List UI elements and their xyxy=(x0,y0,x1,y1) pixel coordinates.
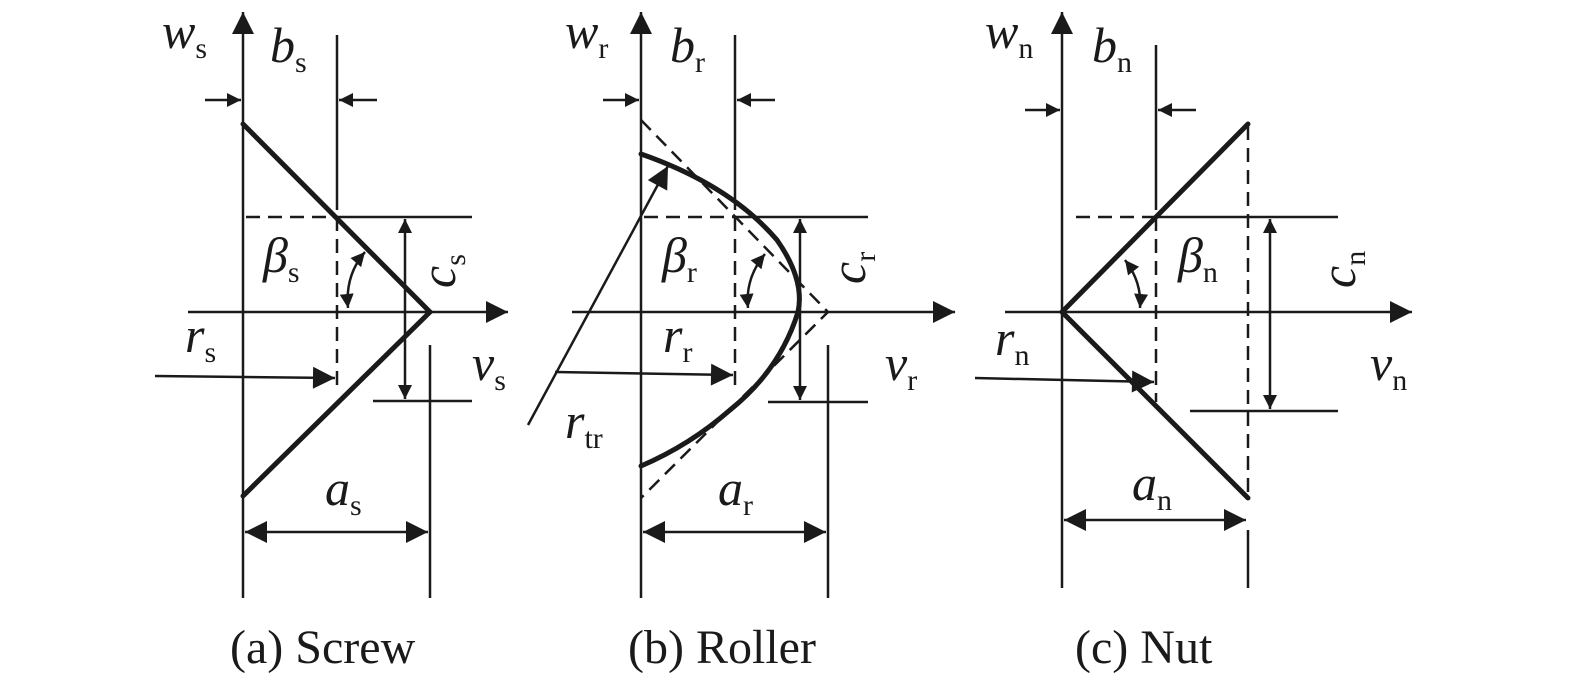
nut-caption: (c) Nut xyxy=(1075,621,1213,674)
roller-rtr-arrow xyxy=(526,165,670,426)
screw-profile xyxy=(240,121,434,499)
screw-beta-label: βs xyxy=(262,227,300,289)
roller-beta-label: βr xyxy=(661,227,697,289)
roller-b-label: br xyxy=(670,17,705,79)
nut-beta-arc xyxy=(1124,259,1149,309)
roller-v-label: vr xyxy=(885,335,917,397)
roller-rtr-label: rtr xyxy=(565,393,603,455)
screw-b-label: bs xyxy=(270,17,307,79)
roller-beta-arc xyxy=(739,253,766,309)
roller-a-label: ar xyxy=(718,460,753,522)
screw-c-label: cs xyxy=(410,254,472,288)
screw-beta-arc xyxy=(339,251,366,309)
nut-profile xyxy=(1058,121,1251,501)
screw-v-label: vs xyxy=(472,335,506,397)
screw-r-label: rs xyxy=(185,307,216,369)
roller-panel: wr br βr cr rr rtr vr ar (b) Roller xyxy=(526,3,955,674)
nut-r-arrow xyxy=(974,370,1155,393)
roller-w-label: wr xyxy=(565,3,608,65)
roller-c-label: cr xyxy=(820,252,882,284)
roller-r-label: rr xyxy=(663,307,692,369)
nut-a-label: an xyxy=(1132,455,1172,517)
roller-r-arrow xyxy=(554,363,734,386)
nut-panel: wn bn βn cn rn vn an (c) Nut xyxy=(974,3,1412,674)
screw-r-arrow xyxy=(154,366,336,389)
roller-caption: (b) Roller xyxy=(628,621,816,674)
nut-c-label: cn xyxy=(1310,251,1372,288)
screw-panel: ws bs βs cs rs vs as (a) Screw xyxy=(154,3,508,674)
screw-w-label: ws xyxy=(162,3,207,65)
nut-b-label: bn xyxy=(1092,17,1132,79)
nut-w-label: wn xyxy=(985,3,1033,65)
nut-v-label: vn xyxy=(1370,335,1407,397)
nut-r-label: rn xyxy=(995,310,1029,372)
screw-a-label: as xyxy=(325,460,362,522)
nut-beta-label: βn xyxy=(1177,227,1218,289)
screw-caption: (a) Screw xyxy=(230,621,416,674)
